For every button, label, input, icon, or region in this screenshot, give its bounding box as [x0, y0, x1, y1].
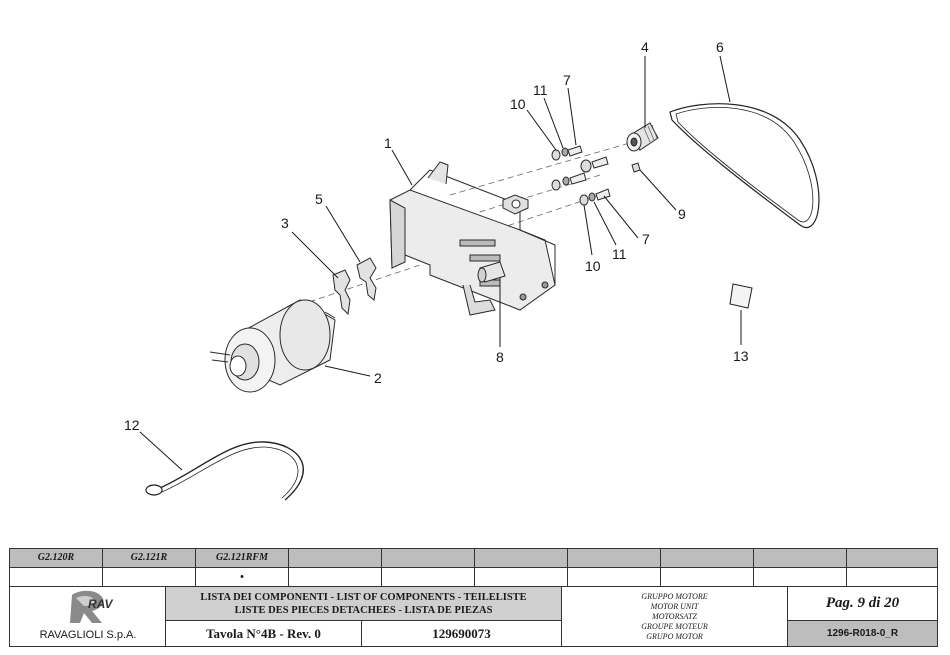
model-header-3	[289, 549, 382, 568]
callout-13: 13	[733, 348, 749, 364]
applicability-6	[568, 568, 661, 587]
list-title: LISTA DEI COMPONENTI - LIST OF COMPONENT…	[166, 587, 562, 621]
model-header-9	[847, 549, 937, 568]
applicability-1	[103, 568, 196, 587]
model-header-5	[475, 549, 568, 568]
callout-9: 9	[678, 206, 686, 222]
applicability-0	[10, 568, 103, 587]
callout-11-upper: 11	[533, 82, 548, 98]
company-name: RAVAGLIOLI S.p.A.	[39, 629, 137, 641]
part-grub-screw	[631, 162, 641, 173]
title-block: G2.120R G2.121R G2.121RFM • RAV RAVAGLIO…	[9, 548, 938, 647]
model-header-4	[382, 549, 475, 568]
part-belt	[669, 103, 820, 228]
exploded-view-drawing: 1 2 3 4 5 6 7 7 8 9 10 10 11 11 12 13	[124, 39, 820, 501]
company-logo	[70, 590, 104, 623]
part-label	[729, 283, 753, 309]
model-header-0: G2.120R	[10, 549, 103, 568]
applicability-4	[382, 568, 475, 587]
callout-11-lower: 11	[612, 246, 627, 262]
applicability-5	[475, 568, 568, 587]
group-names: GRUPPO MOTORE MOTOR UNIT MOTORSATZ GROUP…	[562, 587, 788, 646]
applicability-7	[661, 568, 754, 587]
callout-4: 4	[641, 39, 649, 55]
group-name-de: MOTORSATZ	[652, 611, 697, 621]
leader-lines	[139, 55, 742, 471]
part-motor	[209, 299, 336, 393]
part-pulley	[626, 122, 659, 152]
model-header-6	[568, 549, 661, 568]
part-fasteners-lower	[579, 188, 611, 206]
callout-7-lower: 7	[642, 231, 650, 247]
list-title-line-2: LISTE DES PIECES DETACHEES - LISTA DE PI…	[234, 604, 493, 616]
part-number: 129690073	[362, 621, 562, 646]
callout-2: 2	[374, 370, 382, 386]
model-header-7	[661, 549, 754, 568]
page-number: Pag. 9 di 20	[788, 587, 937, 621]
part-pin	[477, 261, 506, 283]
callout-8: 8	[496, 349, 504, 365]
group-name-en: MOTOR UNIT	[650, 601, 699, 611]
callout-12: 12	[124, 417, 140, 433]
callout-7-upper: 7	[563, 72, 571, 88]
document-code: 1296-R018-0_R	[788, 621, 937, 646]
part-clip-3	[332, 269, 351, 316]
group-name-es: GRUPO MOTOR	[646, 631, 703, 641]
callout-5: 5	[315, 191, 323, 207]
applicability-3	[289, 568, 382, 587]
applicability-2: •	[196, 568, 289, 587]
model-header-8	[754, 549, 847, 568]
model-header-2: G2.121RFM	[196, 549, 289, 568]
logo-text: RAV	[88, 597, 113, 611]
model-header-1: G2.121R	[103, 549, 196, 568]
part-clip-5	[356, 257, 377, 301]
company-cell: RAV RAVAGLIOLI S.p.A.	[10, 587, 166, 646]
applicability-9	[847, 568, 937, 587]
callout-10-upper: 10	[510, 96, 526, 112]
list-title-line-1: LISTA DEI COMPONENTI - LIST OF COMPONENT…	[200, 591, 527, 603]
table-reference: Tavola N°4B - Rev. 0	[166, 621, 362, 646]
part-cable	[145, 441, 304, 501]
callout-1: 1	[384, 135, 392, 151]
callout-3: 3	[281, 215, 289, 231]
group-name-it: GRUPPO MOTORE	[641, 591, 708, 601]
group-name-fr: GROUPE MOTEUR	[641, 621, 708, 631]
part-bracket	[389, 161, 556, 316]
applicability-8	[754, 568, 847, 587]
callout-10-lower: 10	[585, 258, 601, 274]
callout-6: 6	[716, 39, 724, 55]
part-fasteners-upper	[551, 145, 609, 191]
